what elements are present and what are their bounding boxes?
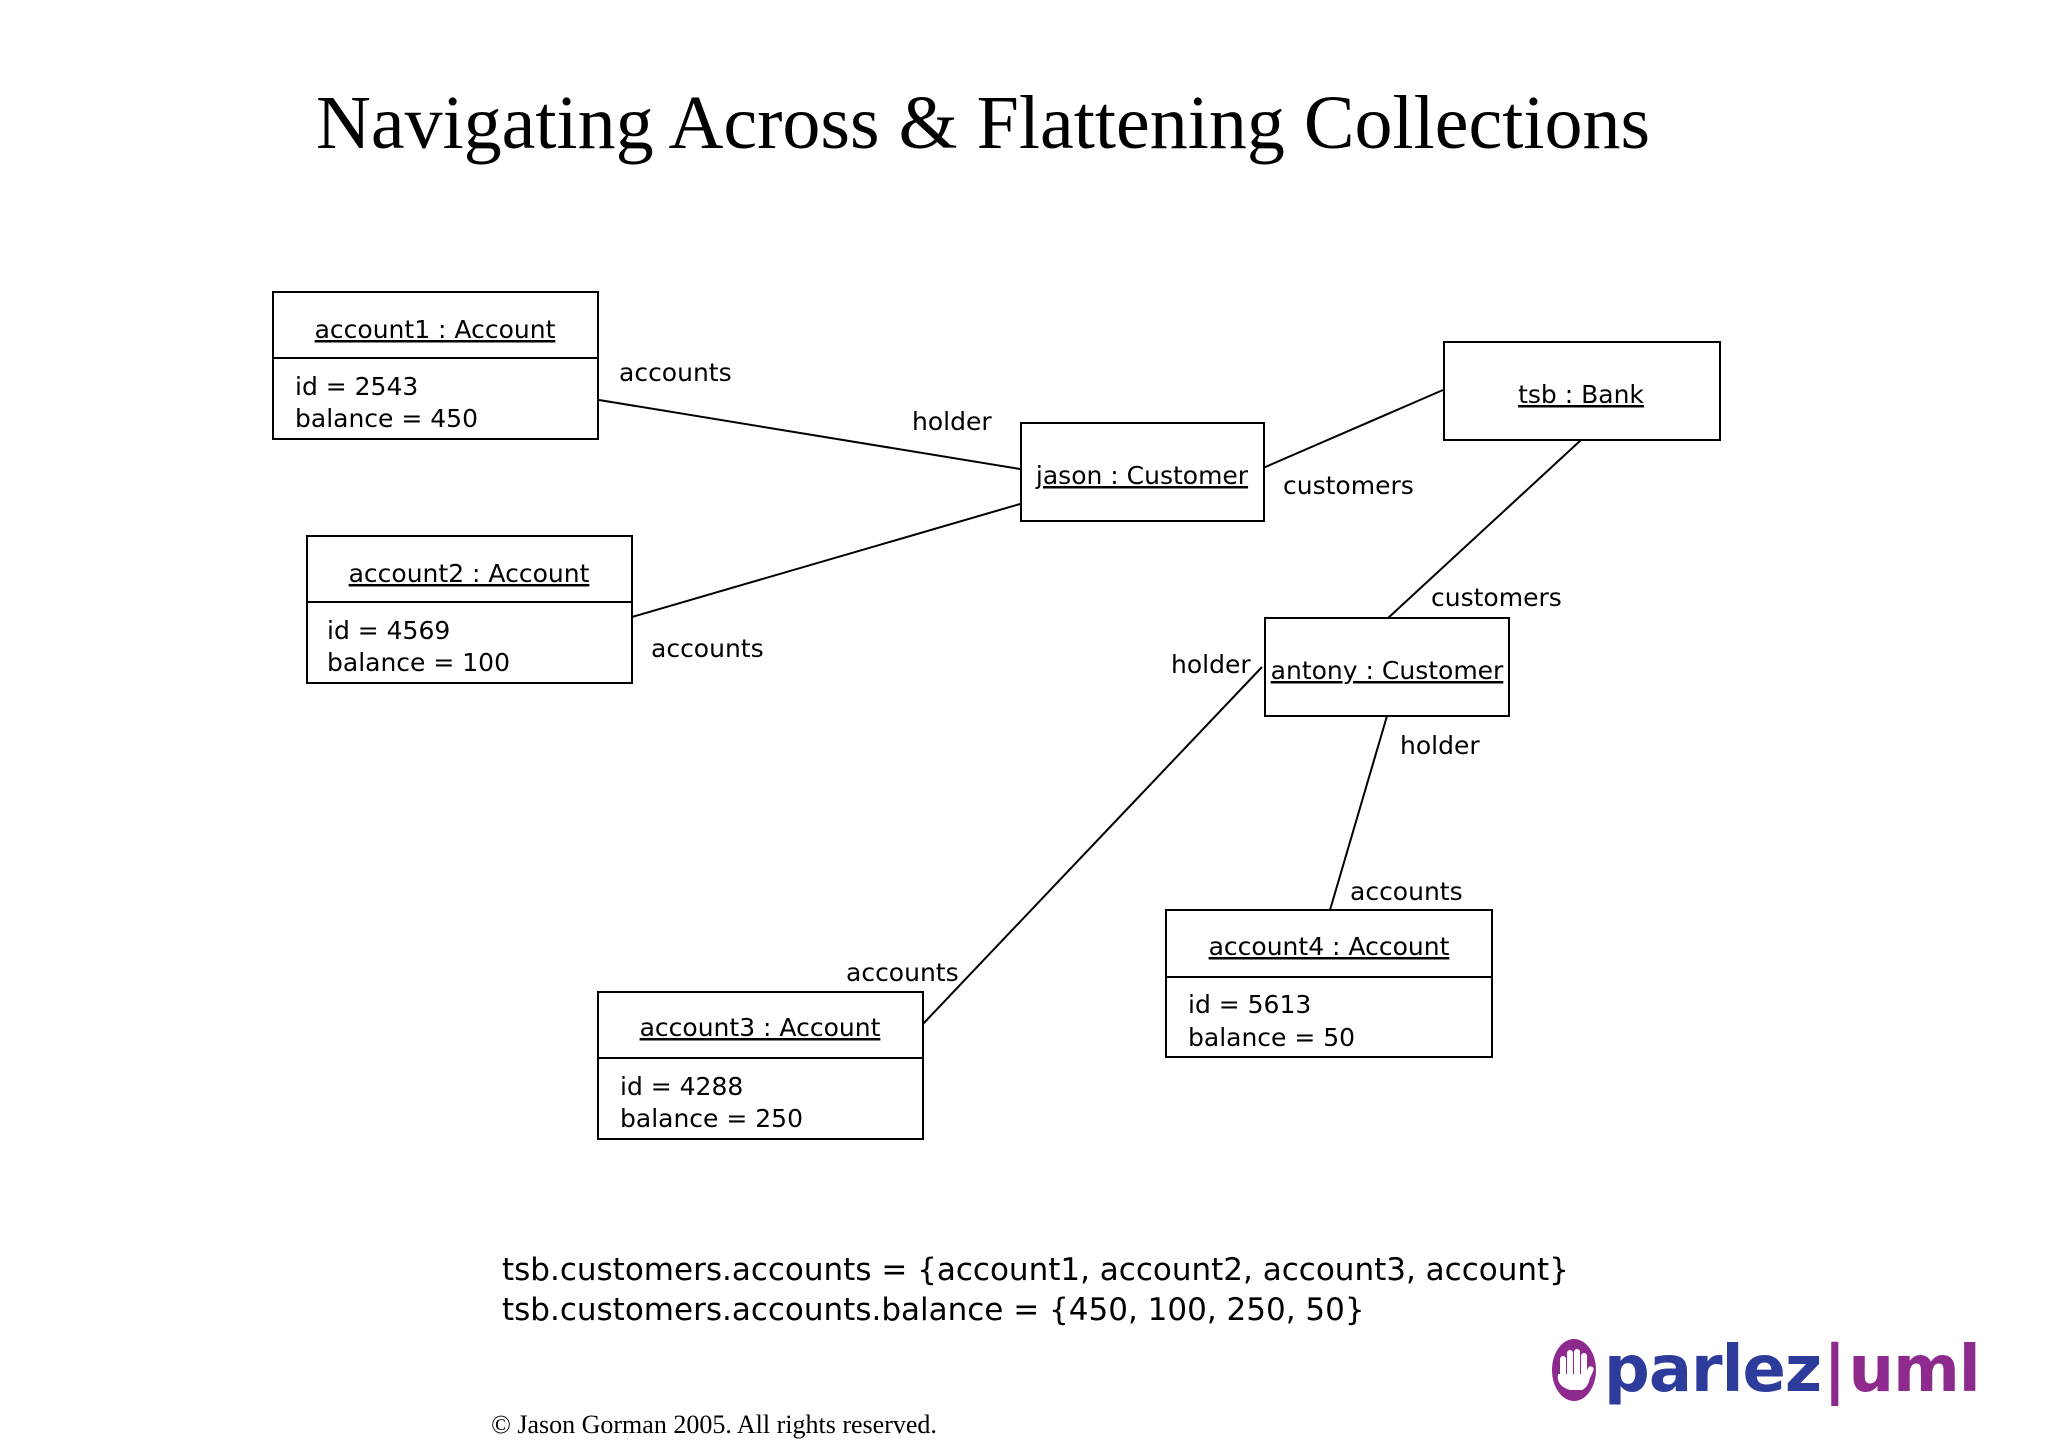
link-account2-jason xyxy=(631,503,1021,618)
account2-balance: balance = 100 xyxy=(327,648,510,677)
account4-balance: balance = 50 xyxy=(1188,1023,1355,1052)
account2-name: account2 : Account xyxy=(349,559,590,588)
role-antony-holder-left: holder xyxy=(1171,650,1251,679)
account4-id: id = 5613 xyxy=(1188,990,1311,1019)
role-jason-holder: holder xyxy=(912,407,992,436)
role-account4-accounts: accounts xyxy=(1350,877,1463,906)
account4-name: account4 : Account xyxy=(1209,932,1450,961)
link-account1-jason xyxy=(598,399,1021,470)
link-antony-account4 xyxy=(1329,715,1388,911)
role-antony-customers: customers xyxy=(1431,583,1562,612)
account3-name: account3 : Account xyxy=(640,1013,881,1042)
object-account2: account2 : Account id = 4569 balance = 1… xyxy=(306,535,633,684)
role-account3-accounts: accounts xyxy=(846,958,959,987)
role-jason-customers: customers xyxy=(1283,471,1414,500)
object-account3: account3 : Account id = 4288 balance = 2… xyxy=(597,991,924,1140)
account1-name: account1 : Account xyxy=(315,315,556,344)
role-account1-accounts: accounts xyxy=(619,358,732,387)
logo-text-parlez: parlez xyxy=(1604,1333,1822,1407)
jason-name: jason : Customer xyxy=(1035,461,1249,490)
link-tsb-antony xyxy=(1386,439,1582,620)
object-jason: jason : Customer xyxy=(1020,422,1265,522)
account3-balance: balance = 250 xyxy=(620,1104,803,1133)
account1-balance: balance = 450 xyxy=(295,404,478,433)
role-account2-accounts: accounts xyxy=(651,634,764,663)
expression-accounts: tsb.customers.accounts = {account1, acco… xyxy=(502,1252,1569,1288)
expression-balance: tsb.customers.accounts.balance = {450, 1… xyxy=(502,1292,1365,1328)
account2-id: id = 4569 xyxy=(327,616,450,645)
link-jason-tsb xyxy=(1262,389,1444,469)
hand-icon xyxy=(1552,1339,1596,1401)
antony-name: antony : Customer xyxy=(1271,656,1504,685)
copyright-notice: © Jason Gorman 2005. All rights reserved… xyxy=(491,1410,937,1439)
object-account4: account4 : Account id = 5613 balance = 5… xyxy=(1165,909,1493,1058)
logo-separator: | xyxy=(1823,1333,1847,1407)
ocl-expressions: tsb.customers.accounts = {account1, acco… xyxy=(502,1250,1569,1330)
link-antony-account3 xyxy=(921,666,1263,1026)
tsb-name: tsb : Bank xyxy=(1518,380,1644,409)
logo-text-uml: uml xyxy=(1848,1333,1981,1407)
parlezuml-logo: parlez | uml xyxy=(1552,1330,1981,1410)
slide-title: Navigating Across & Flattening Collectio… xyxy=(315,81,1651,165)
object-account1: account1 : Account id = 2543 balance = 4… xyxy=(272,291,599,440)
account1-id: id = 2543 xyxy=(295,372,418,401)
object-antony: antony : Customer xyxy=(1264,617,1510,717)
account3-id: id = 4288 xyxy=(620,1072,743,1101)
role-antony-holder-bottom: holder xyxy=(1400,731,1480,760)
object-tsb: tsb : Bank xyxy=(1443,341,1721,441)
